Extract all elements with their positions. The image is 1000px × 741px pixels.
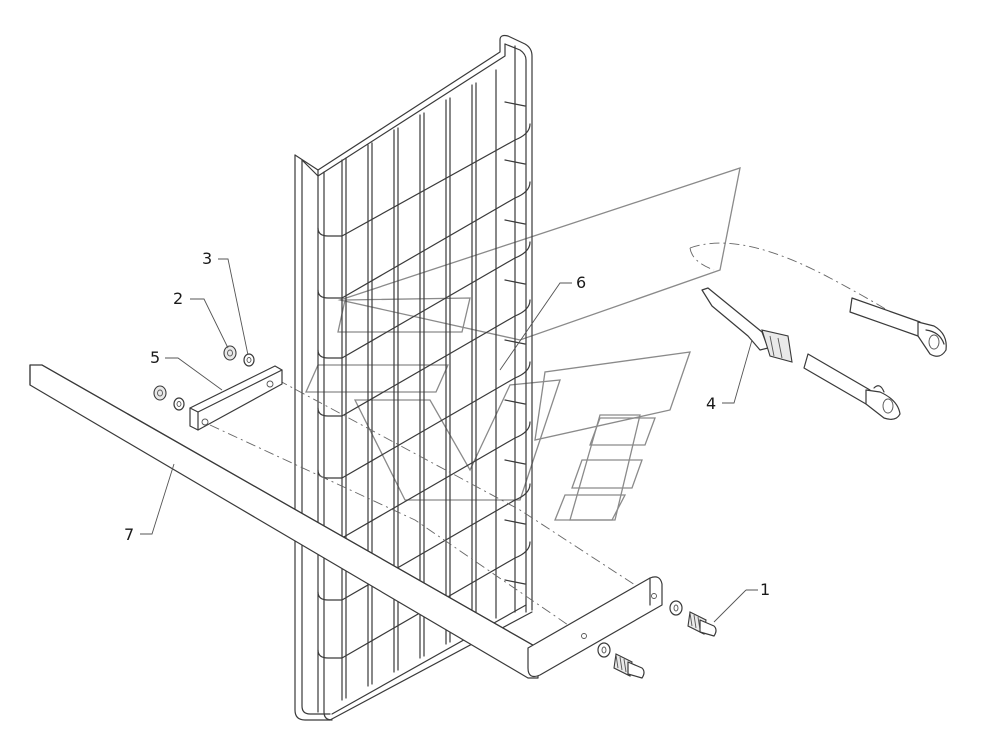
clamp-plate bbox=[189, 365, 283, 431]
strap-with-buckle bbox=[701, 287, 947, 420]
part-label-2: 2 bbox=[173, 289, 183, 308]
part-label-4: 4 bbox=[706, 394, 716, 413]
part-label-1: 1 bbox=[760, 580, 770, 599]
bracket-bar bbox=[29, 364, 663, 679]
wire-mesh-basket bbox=[294, 34, 533, 721]
part-labels: 1 2 3 4 5 6 7 bbox=[124, 249, 770, 599]
leader-lines bbox=[140, 258, 758, 623]
part-label-5: 5 bbox=[150, 348, 160, 367]
bolts bbox=[597, 600, 717, 679]
watermark-logo bbox=[304, 167, 741, 521]
part-label-7: 7 bbox=[124, 525, 134, 544]
nuts-and-washers bbox=[153, 345, 255, 411]
assembly-center-lines bbox=[209, 242, 946, 641]
part-label-6: 6 bbox=[576, 273, 586, 292]
part-label-3: 3 bbox=[202, 249, 212, 268]
